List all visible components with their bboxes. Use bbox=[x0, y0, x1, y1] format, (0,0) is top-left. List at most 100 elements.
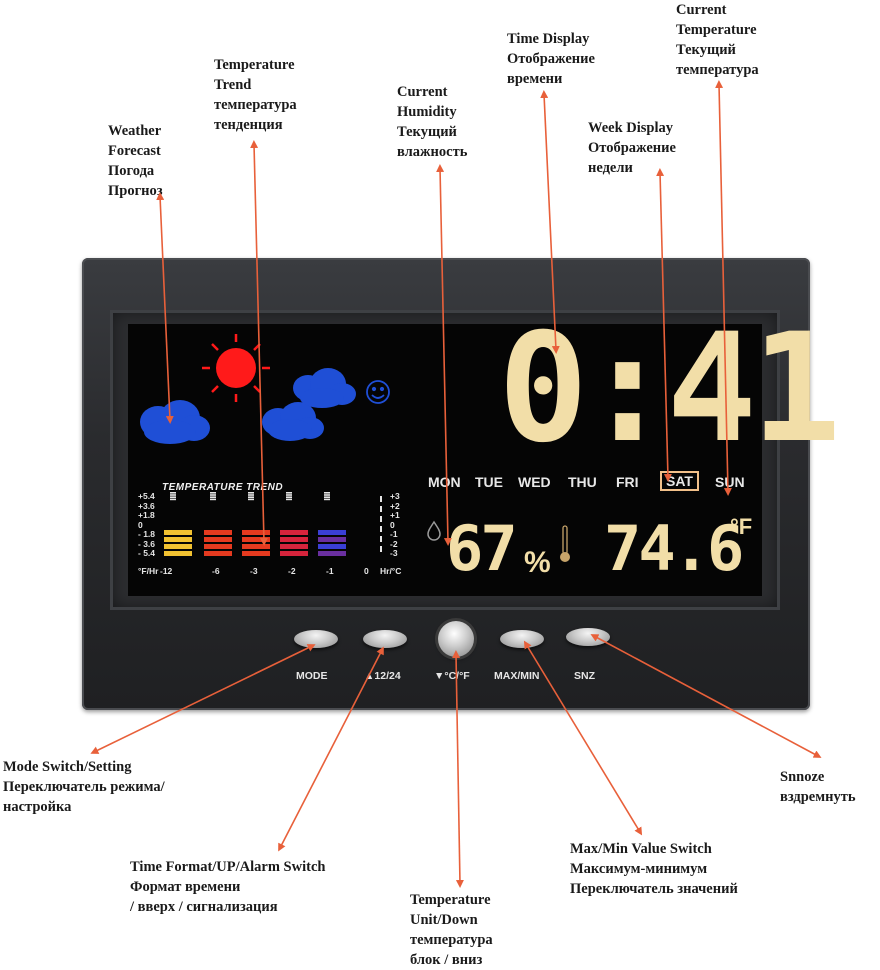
trend-axis-label: Hr/°C bbox=[380, 566, 402, 576]
trend-scale-right-label: -3 bbox=[390, 548, 398, 558]
week-display-callout: Week Display Отображение недели bbox=[588, 118, 676, 178]
trend-scale-left-label: 0 bbox=[138, 519, 143, 530]
time-display: 0:41 bbox=[498, 302, 841, 476]
trend-scale-left-label: - 3.6 bbox=[138, 538, 156, 549]
trend-scale-right-label: +1 bbox=[390, 510, 400, 520]
callout-line: Unit/Down bbox=[410, 912, 478, 928]
weather-forecast-callout: Weather Forecast Погода Прогноз bbox=[108, 121, 163, 201]
trend-tick bbox=[210, 496, 216, 498]
trend-axis-label: -6 bbox=[212, 566, 220, 576]
callout-line: Temperature bbox=[676, 22, 757, 38]
temperature-unit-callout: Temperature Unit/Down температура блок /… bbox=[410, 890, 493, 970]
callout-line: вздремнуть bbox=[780, 789, 856, 805]
callout-line: Прогноз bbox=[108, 183, 163, 199]
temperature-trend-callout: Temperature Trend температура тенденция bbox=[214, 55, 297, 135]
day-sat: SAT bbox=[660, 471, 699, 491]
trend-tick bbox=[324, 492, 330, 494]
trend-bar-segment bbox=[318, 544, 346, 549]
trend-bar-segment bbox=[164, 544, 192, 549]
callout-line: Погода bbox=[108, 163, 155, 179]
callout-line: блок / вниз bbox=[410, 952, 483, 968]
callout-line: Переключатель режима/ bbox=[3, 779, 165, 795]
trend-scale-right-label: +2 bbox=[390, 500, 400, 511]
max-min-button-label: MAX/MIN bbox=[494, 670, 540, 682]
trend-scale-left-label: +3.6 bbox=[138, 500, 155, 511]
current-humidity-callout: Current Humidity Текущий влажность bbox=[397, 82, 467, 162]
day-fri: FRI bbox=[616, 474, 639, 490]
trend-scale-right-label: -1 bbox=[390, 529, 398, 539]
callout-line: Snnoze bbox=[780, 769, 825, 785]
callout-line: Max/Min Value Switch bbox=[570, 841, 712, 857]
cloud-icon bbox=[293, 368, 356, 408]
callout-line: Отображение bbox=[588, 140, 676, 156]
trend-bar-segment bbox=[242, 530, 270, 535]
trend-title: TEMPERATURE TREND bbox=[162, 482, 284, 493]
callout-line: Forecast bbox=[108, 143, 161, 159]
trend-scale-right-label: -2 bbox=[390, 538, 398, 549]
trend-tick bbox=[380, 496, 382, 502]
trend-bar-segment bbox=[242, 537, 270, 542]
trend-scale-right-label: 0 bbox=[390, 519, 395, 530]
trend-axis-label: °F/Hr bbox=[138, 566, 159, 576]
trend-tick bbox=[380, 526, 382, 532]
callout-line: недели bbox=[588, 160, 633, 176]
mode-button[interactable] bbox=[294, 630, 338, 648]
callout-line: Temperature bbox=[410, 892, 491, 908]
trend-scale-left-label: - 1.8 bbox=[138, 529, 156, 539]
day-sun: SUN bbox=[715, 474, 745, 490]
callout-line: температура bbox=[214, 97, 297, 113]
trend-bar-segment bbox=[280, 530, 308, 535]
callout-line: / вверх / сигнализация bbox=[130, 899, 278, 915]
trend-tick bbox=[380, 506, 382, 512]
trend-tick bbox=[170, 496, 176, 498]
callout-line: Текущий bbox=[397, 124, 457, 140]
trend-tick bbox=[286, 496, 292, 498]
trend-bar-segment bbox=[318, 537, 346, 542]
max-min-button[interactable] bbox=[500, 630, 544, 648]
day-thu: THU bbox=[568, 474, 597, 490]
snooze-button[interactable] bbox=[566, 628, 610, 646]
callout-line: Формат времени bbox=[130, 879, 241, 895]
trend-tick bbox=[324, 496, 330, 498]
mode-switch-callout: Mode Switch/Setting Переключатель режима… bbox=[3, 757, 165, 817]
time-format-up-button[interactable] bbox=[363, 630, 407, 648]
trend-bar-segment bbox=[164, 551, 192, 556]
trend-tick bbox=[170, 498, 176, 501]
callout-line: Time Display bbox=[507, 31, 590, 47]
trend-bar-segment bbox=[204, 544, 232, 549]
trend-tick bbox=[170, 492, 176, 494]
mode-button-label: MODE bbox=[296, 670, 328, 682]
trend-bar-segment bbox=[318, 530, 346, 535]
temperature-value: 74.6 bbox=[604, 512, 744, 585]
trend-bar-segment bbox=[280, 551, 308, 556]
trend-axis-label: -2 bbox=[288, 566, 296, 576]
trend-axis-label: 0 bbox=[364, 566, 369, 576]
trend-scale-left-label: - 5.4 bbox=[138, 548, 156, 558]
trend-tick bbox=[210, 498, 216, 501]
temperature-unit-button-label: ▼°C/°F bbox=[434, 670, 470, 682]
trend-tick bbox=[380, 546, 382, 552]
trend-bar-segment bbox=[204, 537, 232, 542]
current-temperature-callout: Current Temperature Текущий температура bbox=[676, 0, 759, 80]
callout-line: Текущий bbox=[676, 42, 736, 58]
trend-axis-label: -12 bbox=[160, 566, 173, 576]
day-wed: WED bbox=[518, 474, 551, 490]
trend-scale-left-label: +5.4 bbox=[138, 491, 155, 501]
temperature-unit-down-button[interactable] bbox=[438, 621, 474, 657]
trend-bars bbox=[164, 492, 382, 556]
callout-line: Отображение bbox=[507, 51, 595, 67]
callout-line: Current bbox=[676, 2, 727, 18]
callout-line: тенденция bbox=[214, 117, 283, 133]
humidity-unit: % bbox=[524, 546, 551, 579]
trend-tick bbox=[248, 498, 254, 501]
trend-tick bbox=[286, 492, 292, 494]
time-format-button-label: ▲12/24 bbox=[364, 670, 401, 682]
thermometer-icon bbox=[560, 525, 570, 562]
trend-tick bbox=[324, 494, 330, 496]
trend-tick bbox=[248, 496, 254, 498]
max-min-callout: Max/Min Value Switch Максимум-минимум Пе… bbox=[570, 839, 738, 899]
weather-forecast-icon bbox=[140, 334, 390, 444]
trend-scale-left-label: +1.8 bbox=[138, 510, 155, 520]
